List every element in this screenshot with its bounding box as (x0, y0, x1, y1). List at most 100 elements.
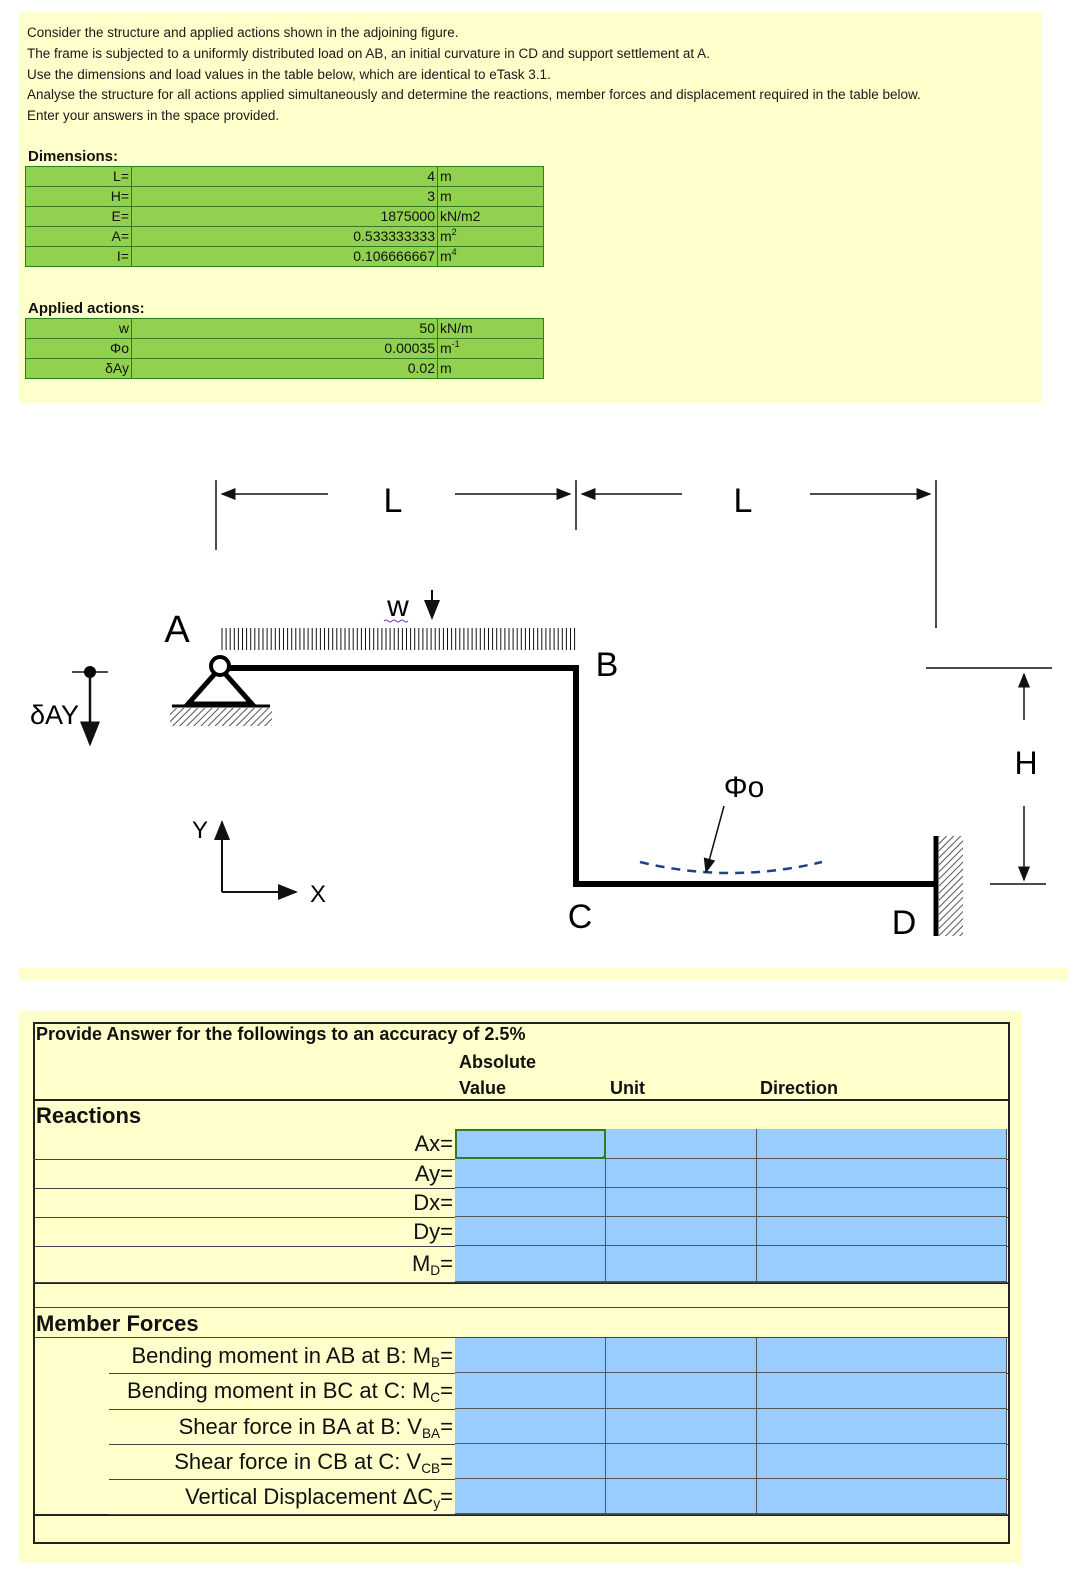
row-label-text: = (440, 1484, 453, 1509)
answer-direction-cell[interactable] (757, 1444, 1007, 1479)
node-label-b: B (596, 646, 619, 684)
answer-direction-cell[interactable] (757, 1159, 1007, 1188)
structure-figure: L L w A δAY B Y (30, 480, 1052, 942)
answer-unit-cell[interactable] (606, 1444, 757, 1479)
param-value[interactable]: 0.00035 (131, 338, 438, 359)
answer-unit-cell[interactable] (606, 1409, 757, 1444)
section-divider (19, 968, 1068, 980)
param-unit[interactable]: m (437, 186, 544, 207)
answer-value-cell[interactable] (455, 1188, 606, 1217)
axis-x-label: X (310, 881, 326, 908)
answer-direction-cell[interactable] (757, 1217, 1007, 1246)
reactions-heading: Reactions (36, 1103, 142, 1128)
param-unit[interactable]: m4 (437, 246, 544, 267)
row-divider (33, 1282, 1008, 1283)
row-label-subscript: C (430, 1390, 441, 1405)
answer-value-cell[interactable] (455, 1217, 606, 1246)
answer-direction-cell[interactable] (757, 1373, 1007, 1409)
answer-unit-cell[interactable] (606, 1373, 757, 1409)
answer-direction-cell[interactable] (757, 1409, 1007, 1444)
row-label: Ax= (414, 1129, 453, 1159)
column-header-direction: Direction (760, 1078, 839, 1098)
row-label-text: = (440, 1251, 453, 1276)
answer-value-cell[interactable] (455, 1444, 606, 1479)
node-label-c: C (568, 898, 593, 936)
answer-unit-cell[interactable] (606, 1246, 757, 1282)
fill-handle[interactable] (603, 1156, 608, 1161)
param-value[interactable]: 0.02 (131, 358, 438, 379)
problem-statement-panel: Consider the structure and applied actio… (19, 12, 1042, 403)
dim-l-right-label: L (734, 482, 753, 520)
param-label[interactable]: Φo (25, 338, 132, 359)
row-label-text: M (411, 1251, 431, 1276)
curvature-label: Φo (724, 771, 765, 804)
answer-direction-cell[interactable] (757, 1338, 1007, 1373)
dimensions-heading: Dimensions: (28, 148, 119, 165)
param-label[interactable]: A= (25, 226, 132, 247)
problem-statement: Consider the structure and applied actio… (27, 23, 921, 127)
param-unit[interactable]: kN/m2 (437, 206, 544, 227)
dimension-h: H (926, 667, 1052, 885)
fixed-support-icon (933, 836, 963, 936)
answer-value-cell[interactable] (455, 1409, 606, 1444)
column-header-unit: Unit (610, 1078, 645, 1098)
answer-panel: Provide Answer for the followings to an … (19, 1011, 1022, 1563)
answer-value-cell[interactable] (455, 1246, 606, 1282)
settlement-label: δAY (30, 700, 79, 730)
param-label[interactable]: L= (25, 166, 132, 187)
answer-value-cell[interactable] (455, 1159, 606, 1188)
row-label: MD= (412, 1246, 453, 1282)
param-value[interactable]: 3 (131, 186, 438, 207)
statement-line: Consider the structure and applied actio… (27, 25, 459, 40)
answer-unit-cell[interactable] (606, 1159, 757, 1188)
param-unit[interactable]: m2 (437, 226, 544, 247)
row-label: Ay= (415, 1159, 453, 1188)
param-unit[interactable]: kN/m (437, 318, 544, 339)
load-label: w (386, 590, 409, 623)
param-value[interactable]: 50 (131, 318, 438, 339)
answer-unit-cell[interactable] (606, 1188, 757, 1217)
actions-heading: Applied actions: (28, 300, 145, 317)
row-label: Bending moment in AB at B: MB= (131, 1338, 453, 1373)
answer-direction-cell[interactable] (757, 1479, 1007, 1514)
answer-value-cell[interactable] (455, 1479, 606, 1514)
members-divider (33, 1514, 1008, 1516)
param-value[interactable]: 0.106666667 (131, 246, 438, 267)
param-value[interactable]: 4 (131, 166, 438, 187)
row-label-text: Shear force in BA at B: V (178, 1414, 422, 1439)
param-label[interactable]: H= (25, 186, 132, 207)
spacer-divider (33, 1307, 1008, 1308)
row-label-subscript: y (433, 1496, 441, 1511)
param-unit[interactable]: m (437, 358, 544, 379)
answer-direction-cell[interactable] (757, 1188, 1007, 1217)
param-label[interactable]: I= (25, 246, 132, 267)
initial-curvature-icon: Φo (639, 771, 823, 875)
distributed-load: w (221, 590, 576, 650)
answer-unit-cell[interactable] (606, 1338, 757, 1373)
param-label[interactable]: δAy (25, 358, 132, 379)
answer-value-cell[interactable] (455, 1129, 608, 1161)
answer-value-cell[interactable] (455, 1338, 606, 1373)
answer-unit-cell[interactable] (606, 1479, 757, 1514)
param-value[interactable]: 0.533333333 (131, 226, 438, 247)
row-label: Shear force in CB at C: VCB= (174, 1444, 453, 1479)
param-unit[interactable]: m (437, 166, 544, 187)
node-label-a: A (164, 609, 190, 651)
answer-unit-cell[interactable] (606, 1217, 757, 1246)
answer-heading: Provide Answer for the followings to an … (36, 1024, 526, 1044)
param-label[interactable]: w (25, 318, 132, 339)
header-divider (33, 1099, 1008, 1101)
param-unit[interactable]: m-1 (437, 338, 544, 359)
settlement-arrow-icon: δAY (30, 666, 108, 747)
param-label[interactable]: E= (25, 206, 132, 227)
row-label-subscript: BA (421, 1426, 441, 1441)
row-divider (109, 1514, 1008, 1515)
answer-unit-cell[interactable] (606, 1129, 757, 1159)
dimension-l-left: L (215, 480, 572, 550)
answer-direction-cell[interactable] (757, 1129, 1007, 1159)
axis-y-label: Y (192, 817, 208, 844)
param-value[interactable]: 1875000 (131, 206, 438, 227)
answer-value-cell[interactable] (455, 1373, 606, 1409)
answer-direction-cell[interactable] (757, 1246, 1007, 1282)
